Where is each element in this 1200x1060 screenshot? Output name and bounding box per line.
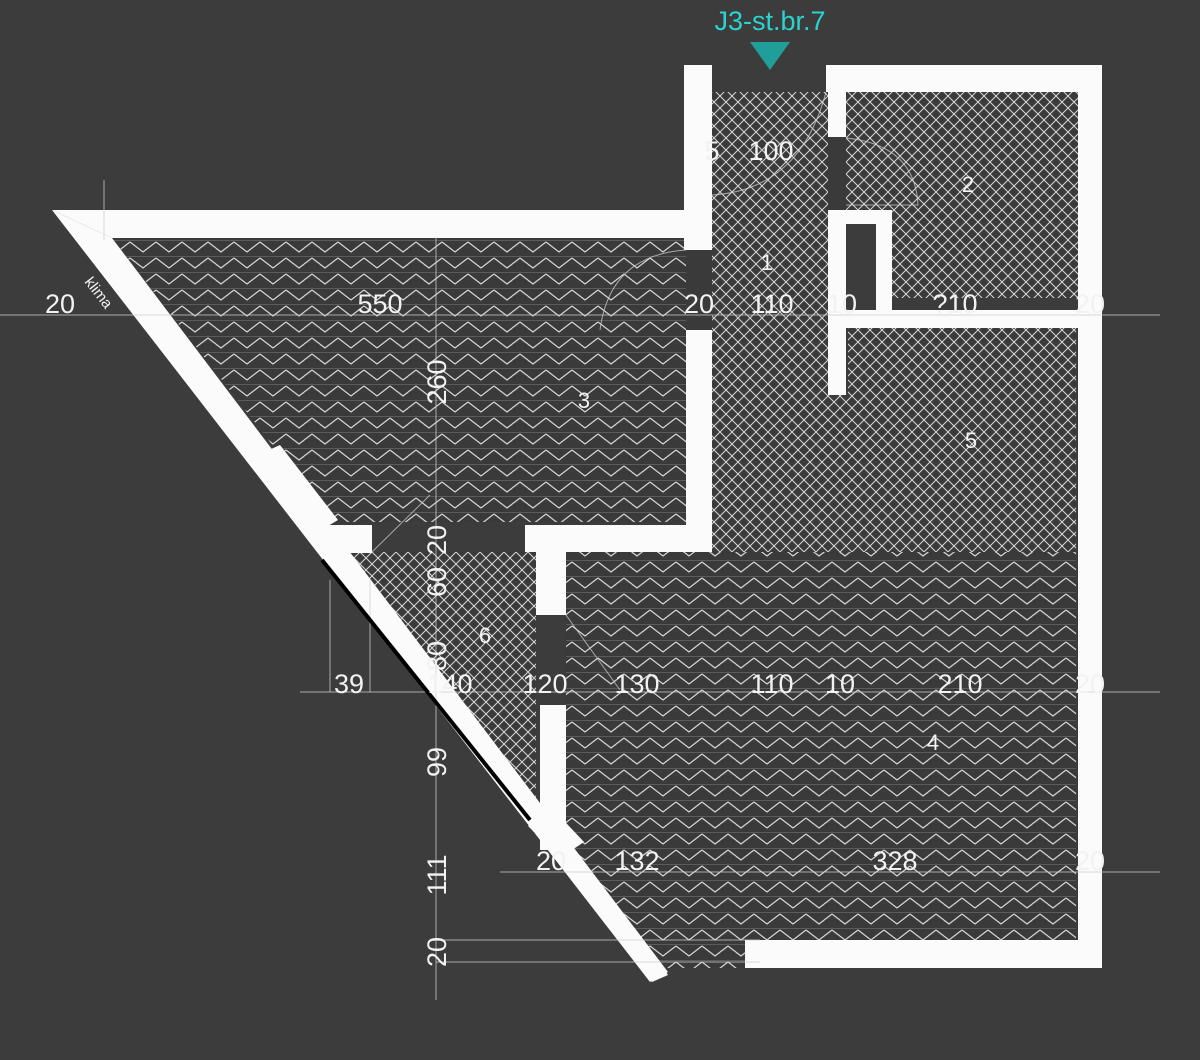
dimension-label: 550 [357, 289, 402, 319]
dimension-label: 120 [522, 669, 567, 699]
room-number-6: 6 [479, 623, 491, 648]
room-4-floor [566, 552, 1076, 968]
room-1-floor [712, 92, 848, 552]
room-2-floor [846, 92, 1078, 298]
dimension-label: 20 [536, 846, 566, 876]
room-number-5: 5 [965, 428, 977, 453]
door-room-2 [828, 137, 846, 210]
door-room-3 [686, 250, 712, 330]
dimension-label: 328 [872, 846, 917, 876]
dimension-room-3-height: 260 [422, 359, 452, 404]
room-number-3: 3 [578, 388, 590, 413]
dimension-row-2: 39 140 120 130 110 10 210 20 [334, 669, 1105, 699]
room-number-4: 4 [927, 730, 939, 755]
dimension-label: 140 [427, 669, 472, 699]
dimension-label: 20 [1075, 669, 1105, 699]
dimension-label: 100 [748, 136, 793, 166]
dimension-entrance: 5 100 [704, 136, 793, 166]
dimension-vertical-low: 99 111 20 [422, 747, 452, 967]
dimension-label: 110 [750, 669, 793, 699]
door-swings [0, 91, 1160, 1000]
dimension-label: ?10 [932, 289, 977, 319]
dimension-label: 10 [825, 669, 855, 699]
dimension-label: 210 [937, 669, 982, 699]
dimension-label: 20 [1075, 846, 1105, 876]
dimension-label: 130 [614, 669, 659, 699]
room-5-floor [848, 328, 1076, 552]
entrance-arrow-icon [750, 42, 790, 70]
dimension-row-1: 20 550 20 110 10 ?10 20 [45, 289, 1105, 319]
room-number-2: 2 [962, 172, 974, 197]
room-3-floor [112, 238, 686, 522]
dimension-label: 10 [827, 289, 857, 319]
dimension-label: 60 [422, 567, 452, 597]
dimension-label: 20 [45, 289, 75, 319]
room-number-1: 1 [761, 250, 773, 275]
dimension-label: 20 [684, 289, 714, 319]
dimension-label: 99 [422, 747, 452, 777]
dimension-label: 110 [750, 289, 793, 319]
dimension-vertical-mid: 20 60 80 [422, 525, 452, 671]
dimension-label: 20 [422, 937, 452, 967]
dimension-row-3: 20 132 328 20 [536, 846, 1105, 876]
dimension-label: 20 [422, 525, 452, 555]
dimension-label: 39 [334, 669, 364, 699]
dimension-label: 20 [1075, 289, 1105, 319]
entrance-label: J3-st.br.7 [714, 6, 825, 36]
dimension-label: 5 [704, 136, 719, 166]
walls [52, 65, 1102, 982]
dimension-label: 111 [422, 854, 452, 895]
dimension-label: 132 [614, 846, 659, 876]
dimension-label: 80 [422, 641, 452, 671]
